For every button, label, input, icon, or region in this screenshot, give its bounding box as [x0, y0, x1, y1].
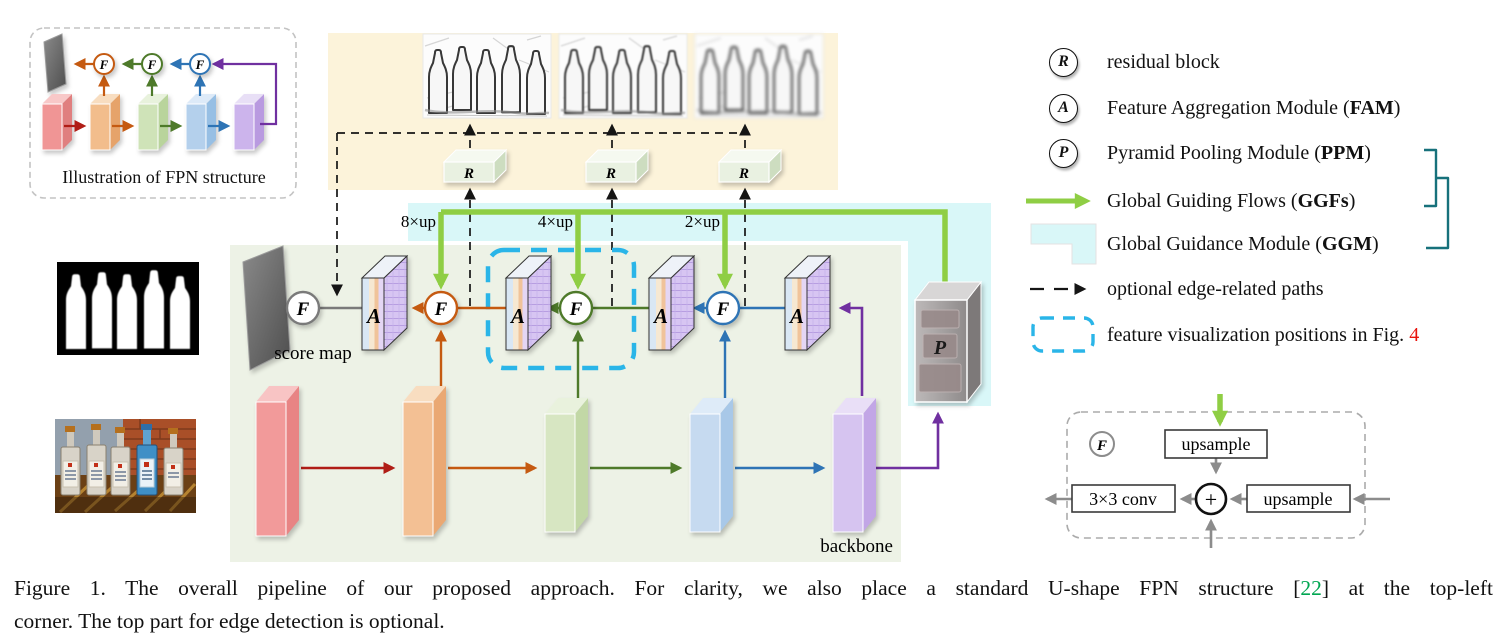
- legend-feature-vis-label: feature visualization positions in Fig. …: [1107, 323, 1420, 346]
- svg-text:F: F: [1096, 438, 1107, 454]
- f-module-detail: F upsample 3×3 conv upsample +: [1044, 394, 1390, 548]
- backbone-block-green: [544, 398, 588, 533]
- fam-circle-icon: A: [1049, 93, 1078, 123]
- svg-text:P: P: [933, 337, 947, 359]
- backbone-block-purple: [832, 398, 876, 533]
- legend-item-feature-vis: feature visualization positions in Fig. …: [1020, 313, 1419, 357]
- feature-vis-box-icon: [1030, 316, 1095, 353]
- fam-block-4: A: [783, 254, 832, 352]
- edge-map-1: [423, 34, 551, 118]
- fig-4-reference: 4: [1409, 323, 1420, 346]
- saliency-mask-image: [57, 262, 199, 355]
- score-map-label: score map: [274, 343, 352, 364]
- fpn-fuse-circles: F F F: [93, 53, 211, 75]
- ggf-arrow-icon: [1025, 193, 1091, 209]
- upsample-right-box: [1246, 484, 1351, 513]
- residual-block-2: R: [584, 148, 650, 184]
- svg-text:A: A: [652, 304, 668, 328]
- svg-text:A: A: [509, 304, 525, 328]
- fpn-inset-caption: Illustration of FPN structure: [62, 167, 265, 187]
- edge-map-2: [559, 34, 687, 118]
- backbone-block-orange: [402, 386, 446, 537]
- fam-block-3: A: [647, 254, 696, 352]
- residual-circle-icon: R: [1049, 47, 1078, 77]
- up-label-4x: 4×up: [538, 212, 573, 231]
- fam-blocks: A A A A: [360, 254, 832, 352]
- figure-caption: Figure 1. The overall pipeline of our pr…: [14, 572, 1493, 638]
- backbone-block-blue: [689, 398, 733, 533]
- residual-blocks: R R R: [442, 148, 783, 184]
- fpn-score-map: [43, 33, 67, 93]
- legend-item-edge-paths: optional edge-related paths: [1020, 272, 1324, 306]
- svg-text:F: F: [569, 299, 583, 320]
- legend-item-ggf: Global Guiding Flows (GGFs): [1020, 184, 1355, 218]
- dashed-arrow-icon: [1029, 283, 1086, 295]
- svg-text:F: F: [99, 57, 109, 72]
- up-label-2x: 2×up: [685, 212, 720, 231]
- svg-text:upsample: upsample: [1264, 489, 1333, 509]
- backbone-blocks: [255, 386, 876, 537]
- ppm-circle-icon: P: [1049, 138, 1078, 168]
- legend-ggm-label: Global Guidance Module (GGM): [1107, 232, 1379, 255]
- svg-text:A: A: [365, 304, 381, 328]
- legend-ggf-label: Global Guiding Flows (GGFs): [1107, 189, 1356, 212]
- ggm-shape-icon: [1030, 223, 1096, 265]
- backbone-block-red: [255, 386, 299, 537]
- svg-text:A: A: [788, 304, 804, 328]
- residual-block-3: R: [717, 148, 783, 184]
- fam-block-1: A: [360, 254, 409, 352]
- ggf-flow: [433, 209, 948, 290]
- svg-text:R: R: [463, 166, 474, 182]
- legend-edge-paths-label: optional edge-related paths: [1107, 277, 1324, 300]
- sum-circle: [1194, 482, 1228, 516]
- caption-line-1: Figure 1. The overall pipeline of our pr…: [14, 576, 1493, 600]
- f-module-glyph-circle: [1089, 431, 1115, 457]
- backbone-label: backbone: [820, 536, 893, 557]
- caption-line-2: corner. The top part for edge detection …: [14, 609, 445, 633]
- ppm-block: P: [913, 280, 983, 404]
- legend-item-ppm: P Pyramid Pooling Module (PPM): [1020, 136, 1371, 170]
- svg-text:3×3 conv: 3×3 conv: [1089, 489, 1157, 509]
- svg-text:F: F: [195, 57, 205, 72]
- svg-text:F: F: [296, 299, 310, 320]
- svg-text:F: F: [434, 299, 448, 320]
- svg-text:R: R: [738, 166, 749, 182]
- upsample-top-box: [1164, 429, 1268, 459]
- svg-text:F: F: [716, 299, 730, 320]
- svg-text:F: F: [147, 57, 157, 72]
- fpn-inset: F F F Illustration of FPN structure: [29, 27, 297, 199]
- score-map: [242, 245, 291, 371]
- up-label-8x: 8×up: [401, 212, 436, 231]
- fpn-blocks: [41, 94, 264, 151]
- feature-vis-box: [485, 247, 637, 371]
- legend-bracket: [1424, 148, 1450, 250]
- edge-map-3: [695, 34, 823, 118]
- legend-item-residual: R residual block: [1020, 45, 1220, 79]
- fpn-arrows: [64, 58, 278, 132]
- svg-text:upsample: upsample: [1182, 434, 1251, 454]
- f-module-arrows: [1044, 458, 1390, 548]
- legend-item-fam: A Feature Aggregation Module (FAM): [1020, 91, 1400, 125]
- svg-text:R: R: [605, 166, 616, 182]
- residual-block-1: R: [442, 148, 508, 184]
- legend-fam-label: Feature Aggregation Module (FAM): [1107, 96, 1401, 119]
- legend-ppm-label: Pyramid Pooling Module (PPM): [1107, 141, 1371, 164]
- legend-residual-label: residual block: [1107, 50, 1220, 73]
- conv-box: [1071, 484, 1176, 513]
- citation-22: 22: [1300, 576, 1322, 600]
- fam-block-2: A: [504, 254, 553, 352]
- legend-item-ggm: Global Guidance Module (GGM): [1020, 221, 1379, 267]
- plus-glyph: +: [1205, 487, 1217, 512]
- pipeline-diagram: R R R 8×up 4×up 2×up: [230, 30, 991, 562]
- photo-bottles: [60, 424, 184, 496]
- fuse-circles: F F F F: [285, 290, 741, 326]
- input-photo: [55, 419, 196, 513]
